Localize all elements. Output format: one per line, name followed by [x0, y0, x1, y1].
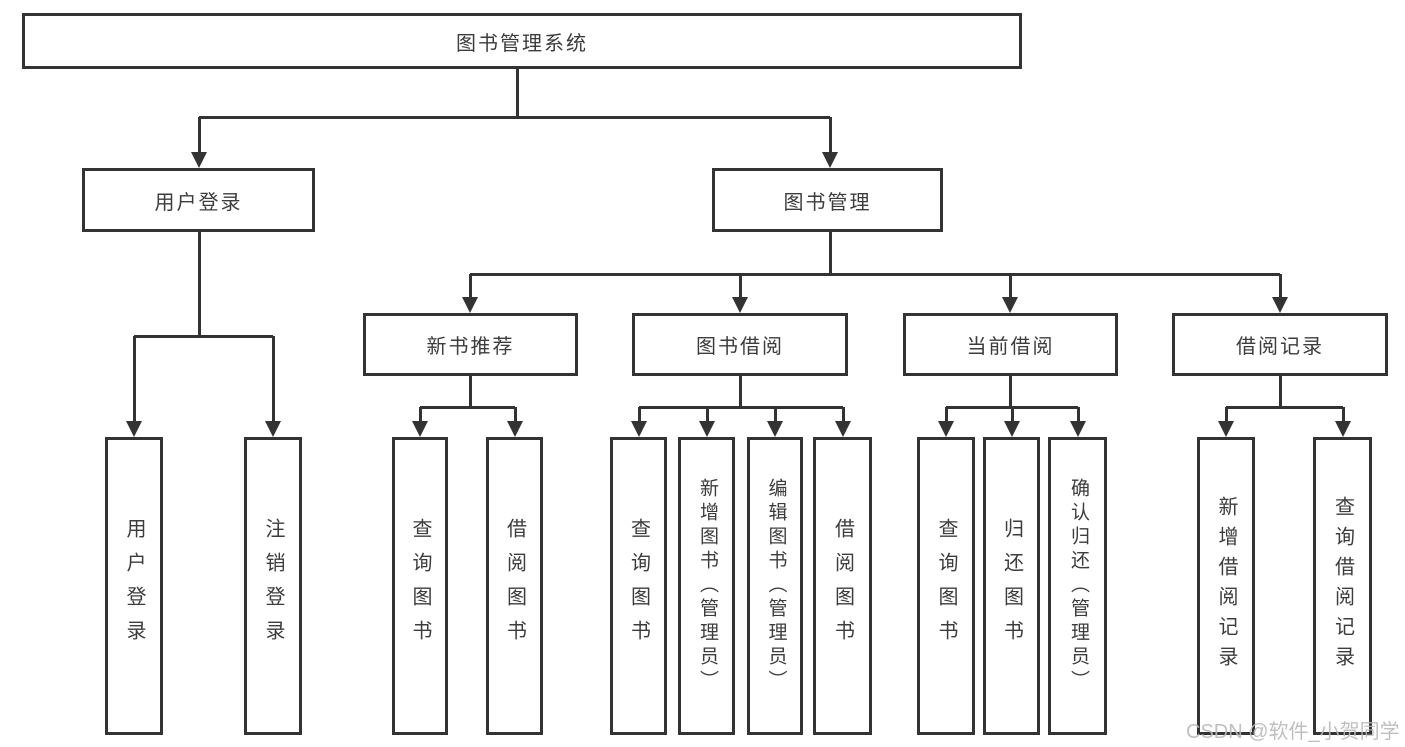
arrow-to-leaf-borrow-borrow [842, 407, 845, 423]
leaf-borrow-add-books-admin-label: 新增图书（管理员） [696, 478, 718, 694]
arrow-head-leaf-newrec-query [412, 421, 428, 437]
connector-current-stem [1009, 376, 1012, 407]
node-book-management-label: 图书管理 [783, 191, 872, 214]
arrow-to-leaf-borrow-query [638, 407, 641, 423]
node-current-borrowing: 当前借阅 [903, 313, 1118, 376]
leaf-newrec-borrow-books-label: 借阅图书 [503, 518, 526, 654]
arrow-to-user-login [198, 117, 201, 154]
leaf-borrow-borrow-books-label: 借阅图书 [831, 518, 854, 654]
leaf-current-query-books-label: 查询图书 [935, 518, 957, 654]
arrow-head-leaf-user-login [126, 421, 142, 437]
leaf-records-query-record: 查询借阅记录 [1313, 437, 1372, 735]
leaf-records-query-record-label: 查询借阅记录 [1331, 496, 1354, 676]
connector-bookmgmt-stem [829, 232, 832, 274]
leaf-current-confirm-return-admin-label: 确认归还（管理员） [1067, 478, 1089, 694]
arrow-head-user-login [191, 152, 207, 168]
csdn-watermark: CSDN @软件_小贺同学 [1186, 721, 1400, 743]
node-new-book-recommend: 新书推荐 [363, 313, 578, 376]
leaf-borrow-query-books: 查询图书 [610, 437, 667, 735]
leaf-logout: 注销登录 [244, 437, 302, 735]
node-user-login-label: 用户登录 [154, 191, 243, 214]
arrow-head-leaf-borrow-query [631, 421, 647, 437]
arrow-head-leaf-borrow-borrow [835, 421, 851, 437]
arrow-to-leaf-records-query [1342, 407, 1345, 423]
arrow-head-leaf-records-query [1335, 421, 1351, 437]
leaf-current-return-books-label: 归还图书 [1000, 518, 1023, 654]
arrow-to-leaf-newrec-borrow [514, 407, 517, 423]
connector-level1-bus [199, 116, 830, 119]
node-user-login: 用户登录 [82, 168, 315, 232]
connector-records-bus [1226, 406, 1343, 409]
connector-borrow-stem [739, 376, 742, 407]
connector-newrec-stem [469, 376, 472, 407]
connector-userlogin-bus [134, 335, 273, 338]
leaf-borrow-add-books-admin: 新增图书（管理员） [678, 437, 735, 735]
arrow-head-leaf-records-add [1218, 421, 1234, 437]
connector-newrec-bus [420, 406, 515, 409]
leaf-borrow-edit-books-admin: 编辑图书（管理员） [747, 437, 803, 735]
arrow-to-current-borrowing [1009, 274, 1012, 299]
arrow-head-book-borrowing [732, 297, 748, 313]
arrow-to-leaf-user-login [133, 336, 136, 423]
leaf-user-login: 用户登录 [105, 437, 163, 735]
node-root: 图书管理系统 [22, 13, 1022, 69]
arrow-head-borrowing-records [1272, 297, 1288, 313]
arrow-to-leaf-newrec-query [419, 407, 422, 423]
arrow-to-leaf-borrow-add [706, 407, 709, 423]
arrow-to-leaf-current-query [945, 407, 948, 423]
leaf-logout-label: 注销登录 [262, 518, 284, 654]
leaf-current-confirm-return-admin: 确认归还（管理员） [1048, 437, 1107, 735]
connector-userlogin-stem [198, 232, 201, 336]
node-new-book-recommend-label: 新书推荐 [426, 336, 515, 358]
leaf-borrow-borrow-books: 借阅图书 [813, 437, 872, 735]
leaf-borrow-edit-books-admin-label: 编辑图书（管理员） [765, 478, 787, 694]
arrow-to-book-borrowing [739, 274, 742, 299]
arrow-head-leaf-newrec-borrow [507, 421, 523, 437]
connector-level2-bus [470, 273, 1280, 276]
node-book-borrowing-label: 图书借阅 [696, 336, 784, 358]
arrow-head-book-management [822, 152, 838, 168]
connector-records-stem [1279, 376, 1282, 407]
leaf-newrec-query-books: 查询图书 [392, 437, 448, 735]
arrow-head-leaf-current-confirm [1070, 421, 1086, 437]
leaf-newrec-query-books-label: 查询图书 [409, 518, 431, 654]
arrow-head-leaf-current-return [1004, 421, 1020, 437]
arrow-head-leaf-current-query [938, 421, 954, 437]
connector-root-stem [516, 69, 519, 117]
arrow-to-book-management [829, 117, 832, 154]
arrow-to-borrowing-records [1279, 274, 1282, 299]
node-borrowing-records-label: 借阅记录 [1236, 336, 1324, 358]
node-root-label: 图书管理系统 [456, 32, 588, 55]
leaf-newrec-borrow-books: 借阅图书 [486, 437, 543, 735]
leaf-user-login-label: 用户登录 [123, 518, 145, 654]
arrow-to-leaf-current-confirm [1077, 407, 1080, 423]
leaf-records-add-record: 新增借阅记录 [1197, 437, 1255, 735]
arrow-head-leaf-borrow-add [699, 421, 715, 437]
arrow-head-leaf-logout [265, 421, 281, 437]
leaf-records-add-record-label: 新增借阅记录 [1215, 496, 1237, 676]
node-current-borrowing-label: 当前借阅 [966, 336, 1055, 358]
arrow-head-leaf-borrow-edit [767, 421, 783, 437]
arrow-to-leaf-logout [272, 336, 275, 423]
node-borrowing-records: 借阅记录 [1172, 313, 1388, 376]
arrow-to-leaf-borrow-edit [774, 407, 777, 423]
node-book-management: 图书管理 [712, 168, 943, 232]
arrow-to-leaf-current-return [1011, 407, 1014, 423]
leaf-current-query-books: 查询图书 [917, 437, 975, 735]
leaf-borrow-query-books-label: 查询图书 [627, 518, 650, 654]
leaf-current-return-books: 归还图书 [983, 437, 1040, 735]
arrow-to-leaf-records-add [1225, 407, 1228, 423]
node-book-borrowing: 图书借阅 [632, 313, 848, 376]
arrow-to-new-book-recommend [469, 274, 472, 299]
connector-borrow-bus [639, 406, 843, 409]
arrow-head-new-book-recommend [462, 297, 478, 313]
arrow-head-current-borrowing [1002, 297, 1018, 313]
